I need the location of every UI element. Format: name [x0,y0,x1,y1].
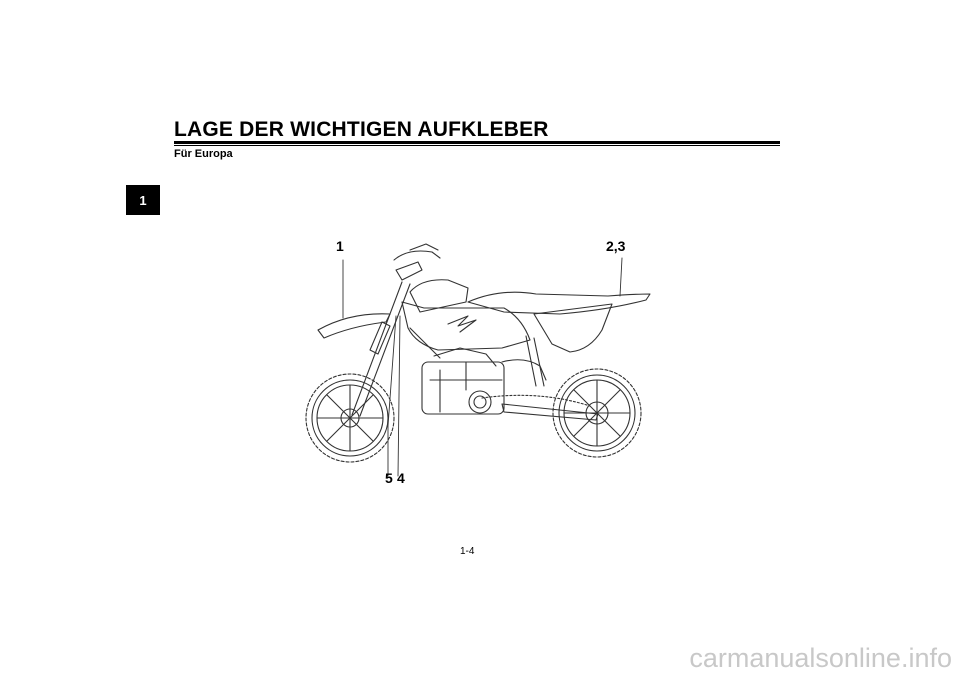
front-fork [351,261,423,417]
callout-2-3: 2,3 [606,238,626,254]
page-number: 1-4 [460,546,475,557]
callout-5: 5 [385,470,393,486]
page-subtitle: Für Europa [174,148,233,160]
callout-4: 4 [397,470,405,486]
watermark: carmanualsonline.info [689,643,952,673]
motorcycle-illustration [305,243,651,477]
title-rule [174,141,780,146]
leader-lines [342,257,623,477]
front-wheel [305,373,395,463]
page-title: LAGE DER WICHTIGEN AUFKLEBER [174,118,549,141]
rear-wheel [552,368,642,458]
engine [421,347,505,415]
callout-1: 1 [336,238,344,254]
chapter-tab: 1 [126,185,160,215]
chapter-tab-number: 1 [139,192,147,208]
